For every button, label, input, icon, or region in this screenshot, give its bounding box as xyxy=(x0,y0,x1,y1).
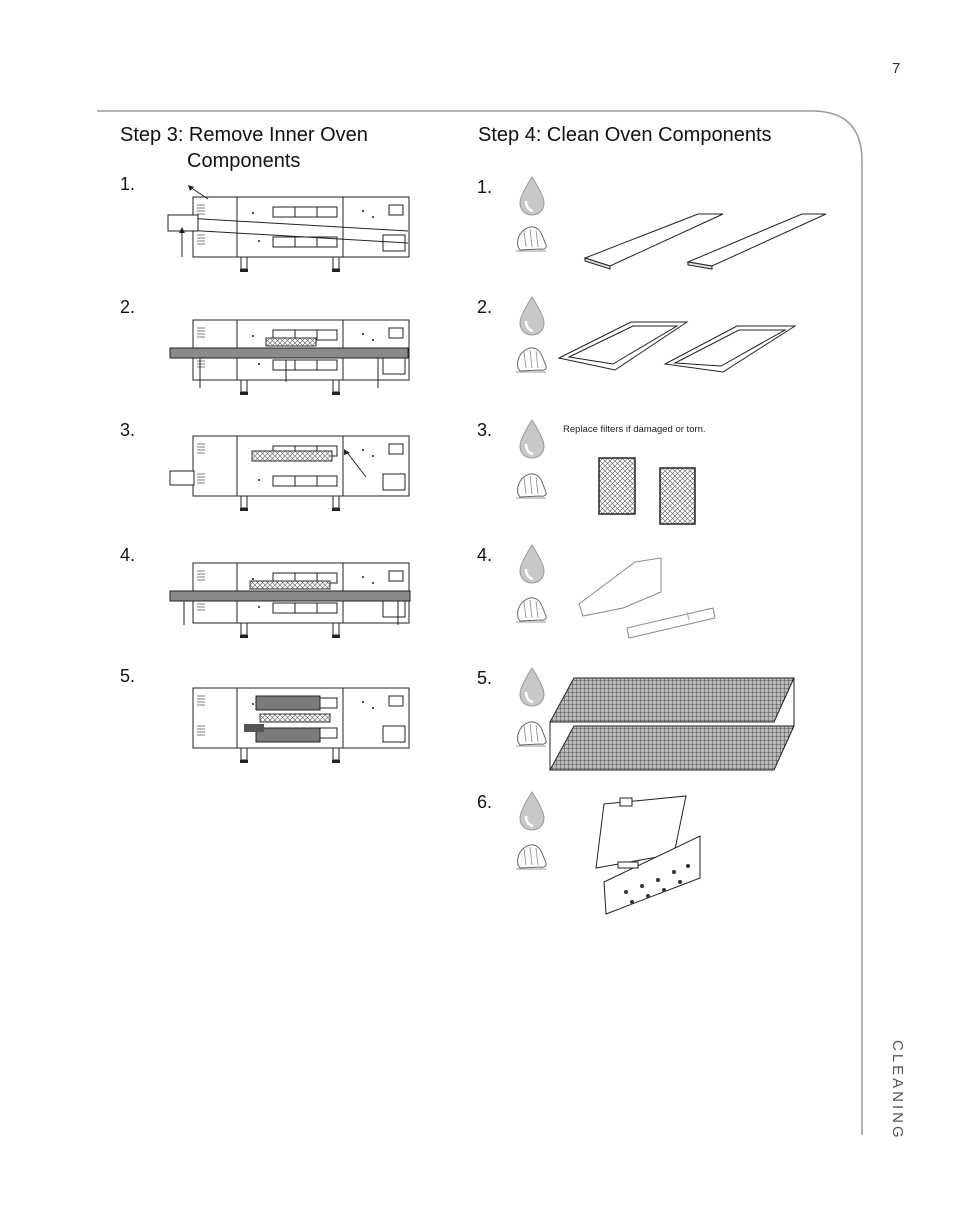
step4-item-2-number: 2. xyxy=(477,297,493,317)
water-drop-icon xyxy=(518,790,546,832)
step4-item-4-illustration xyxy=(578,557,716,639)
step4-item-5-illustration xyxy=(549,677,795,771)
step3-item-3-illustration xyxy=(169,435,410,512)
wipe-cloth-icon xyxy=(515,473,547,499)
step3-item-5-illustration xyxy=(192,687,410,764)
water-drop-icon xyxy=(518,543,546,585)
wipe-cloth-icon xyxy=(515,226,547,252)
water-drop-icon xyxy=(518,175,546,217)
step3-item-1-illustration xyxy=(167,185,410,273)
water-drop-icon xyxy=(518,666,546,708)
step4-item-1-illustration xyxy=(583,213,827,270)
step4-item-4-number: 4. xyxy=(477,545,493,565)
section-tab-cleaning: CLEANING xyxy=(889,1040,906,1141)
step3-item-3-number: 3. xyxy=(120,420,136,440)
step4-item-5-number: 5. xyxy=(477,668,493,688)
step4-item-6-number: 6. xyxy=(477,792,493,812)
step3-item-5-number: 5. xyxy=(120,666,136,686)
step4-item-3-number: 3. xyxy=(477,420,493,440)
wipe-cloth-icon xyxy=(515,844,547,870)
step3-item-4-number: 4. xyxy=(120,545,136,565)
filter-replace-note: Replace filters if damaged or torn. xyxy=(563,424,706,435)
wipe-cloth-icon xyxy=(515,721,547,747)
page-number: 7 xyxy=(892,60,901,77)
step3-item-4-illustration xyxy=(169,562,411,639)
step4-item-3-illustration xyxy=(598,457,696,525)
step4-item-6-illustration xyxy=(595,795,701,915)
step3-item-1-number: 1. xyxy=(120,174,136,194)
step4-item-1-number: 1. xyxy=(477,177,493,197)
wipe-cloth-icon xyxy=(515,347,547,373)
step3-item-2-number: 2. xyxy=(120,297,136,317)
step3-title-line2: Components xyxy=(187,150,301,172)
water-drop-icon xyxy=(518,295,546,337)
step4-item-2-illustration xyxy=(557,321,797,373)
wipe-cloth-icon xyxy=(515,597,547,623)
step3-title: Step 3: Remove Inner Oven xyxy=(120,124,368,146)
step3-item-2-illustration xyxy=(169,319,410,396)
step4-title: Step 4: Clean Oven Components xyxy=(478,124,772,146)
water-drop-icon xyxy=(518,418,546,460)
